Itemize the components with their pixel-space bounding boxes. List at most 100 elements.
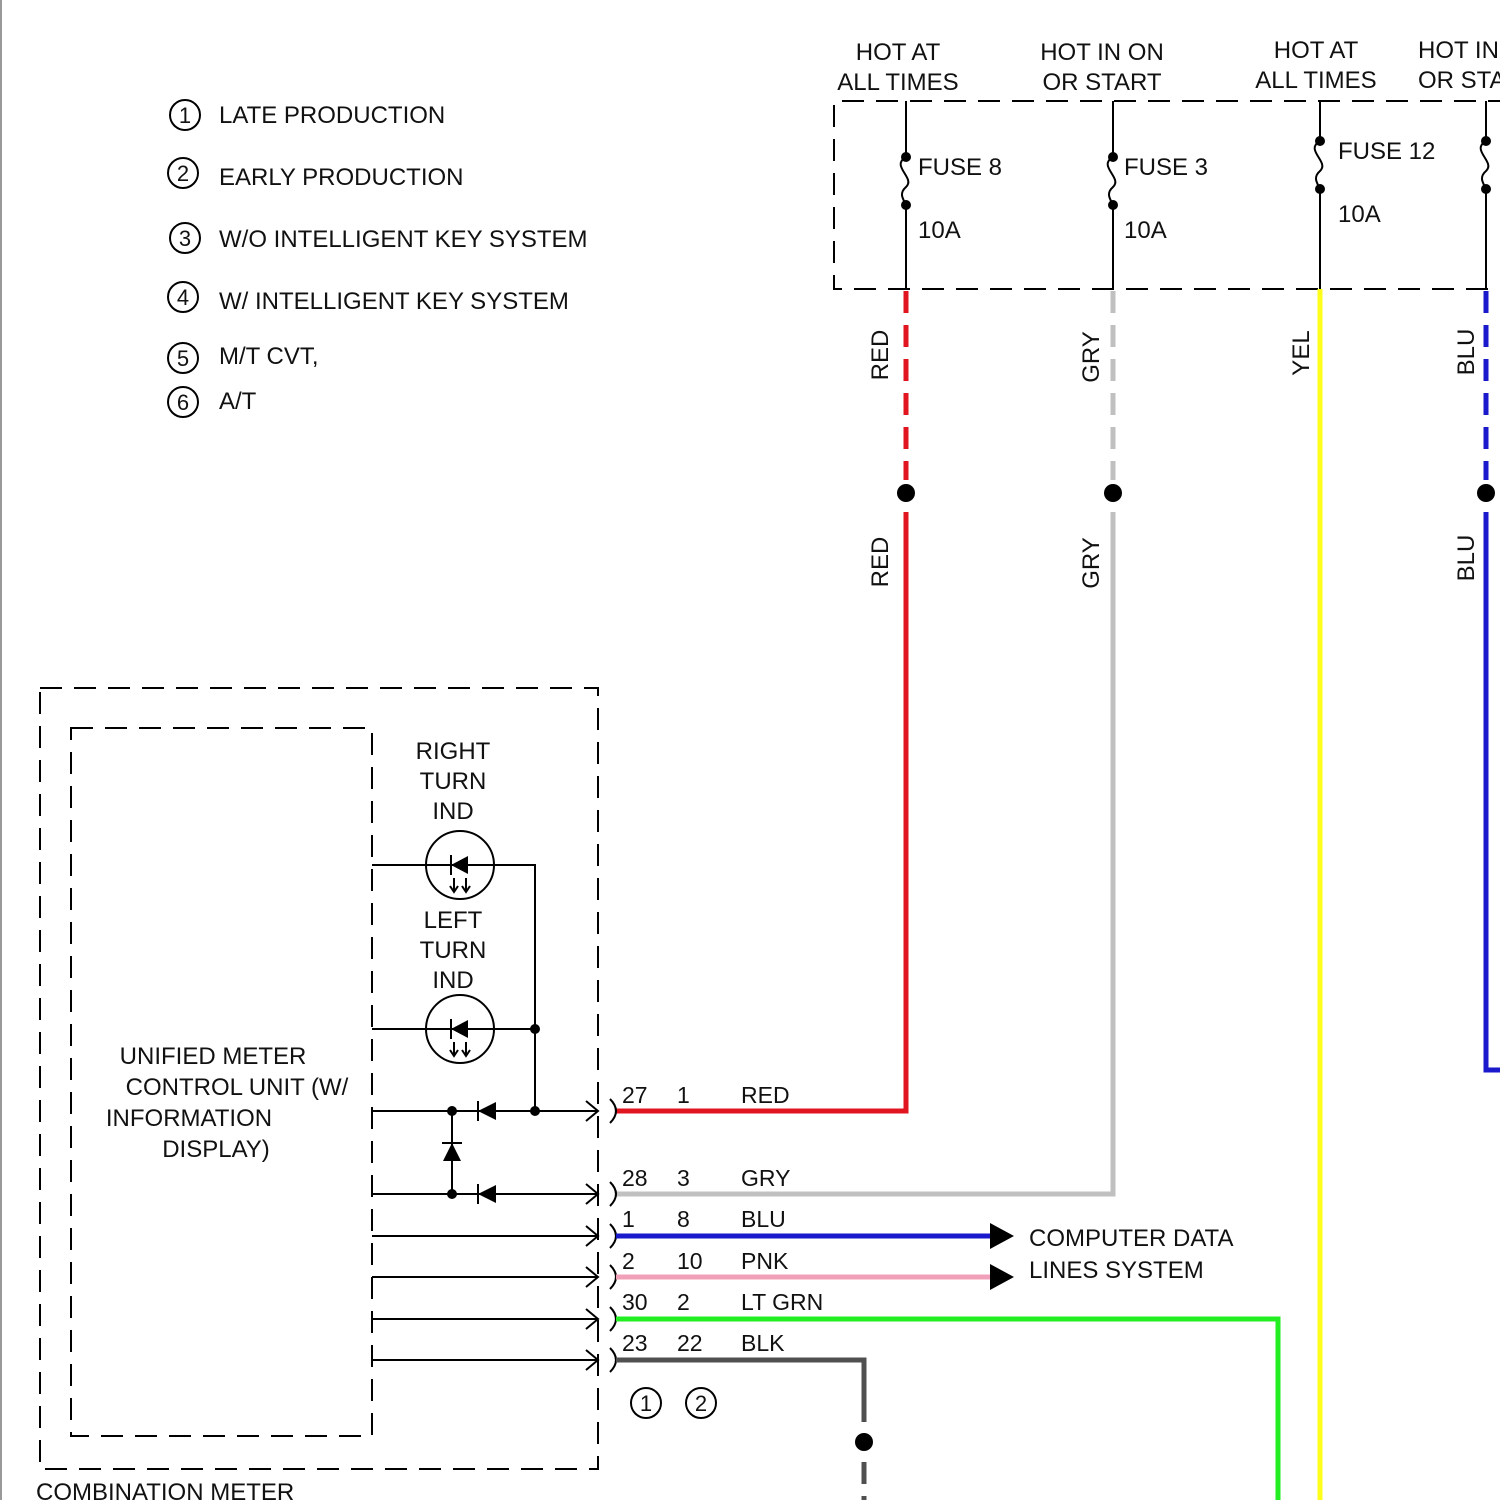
pin-28-meter: 28 <box>622 1165 648 1191</box>
diode-28 <box>478 1185 496 1203</box>
pin-1-meter: 1 <box>622 1206 635 1232</box>
splice-blk <box>855 1433 873 1451</box>
data-system-line1: COMPUTER DATA <box>1029 1225 1233 1252</box>
right-led-diode <box>451 856 468 874</box>
legend-num-6: 6 <box>177 390 189 415</box>
fuse-8-name: FUSE 8 <box>918 154 1002 181</box>
wire-blk <box>616 1360 864 1422</box>
legend-item-5: 5 M/T CVT, <box>168 343 319 373</box>
legend-num-4: 4 <box>177 285 189 310</box>
fuse-3-symbol <box>1108 157 1116 205</box>
pin-1-color: BLU <box>741 1206 786 1232</box>
legend-item-6: 6 A/T <box>168 387 257 417</box>
legend-text-6: A/T <box>219 388 257 415</box>
junction-28 <box>447 1189 457 1199</box>
power-label-fuse3-line2: OR START <box>1042 69 1161 96</box>
left-ind-line1: LEFT <box>424 907 483 934</box>
left-led-junction <box>530 1024 540 1034</box>
pin-2-conn: 10 <box>677 1248 703 1274</box>
legend-item-4: 4 W/ INTELLIGENT KEY SYSTEM <box>168 282 569 315</box>
bottom-markers: 1 2 <box>631 1388 716 1418</box>
fuse-12-rating: 10A <box>1338 201 1381 228</box>
fuse-box-outline <box>834 101 1500 289</box>
power-labels: HOT AT ALL TIMES HOT IN ON OR START HOT … <box>837 37 1500 96</box>
left-ind-line2: TURN <box>420 937 487 964</box>
pin-27-color: RED <box>741 1082 790 1108</box>
fuse-3: FUSE 3 10A <box>1108 101 1208 289</box>
pin-30-meter: 30 <box>622 1289 648 1315</box>
right-led-wire-right <box>494 865 535 1111</box>
pin-2-color: PNK <box>741 1248 789 1274</box>
bottom-marker-2-text: 2 <box>695 1391 707 1416</box>
left-ind-line3: IND <box>432 967 473 994</box>
left-led-light-arrows <box>450 1042 470 1056</box>
bottom-marker-1-text: 1 <box>640 1391 652 1416</box>
pin-23-meter: 23 <box>622 1330 648 1356</box>
fuse-3-name: FUSE 3 <box>1124 154 1208 181</box>
pin-23-conn: 22 <box>677 1330 703 1356</box>
right-ind-line1: RIGHT <box>416 738 491 765</box>
pin-1-conn: 8 <box>677 1206 690 1232</box>
power-label-fuse12-line2: ALL TIMES <box>1255 67 1376 94</box>
pin-28-color: GRY <box>741 1165 790 1191</box>
legend-num-5: 5 <box>177 346 189 371</box>
legend-item-3: 3 W/O INTELLIGENT KEY SYSTEM <box>170 223 588 253</box>
wire-blu <box>1486 512 1500 1070</box>
wire-gry <box>616 512 1113 1194</box>
arrow-blu-data <box>990 1223 1014 1249</box>
pin-28-conn: 3 <box>677 1165 690 1191</box>
wire-blu-label-lower: BLU <box>1453 535 1480 582</box>
combination-meter-label: COMBINATION METER <box>36 1479 294 1500</box>
wire-red-label-upper: RED <box>867 330 894 381</box>
fuse-8: FUSE 8 10A <box>901 101 1002 289</box>
power-label-cut-line2: OR STA <box>1418 67 1500 94</box>
legend-num-3: 3 <box>179 226 191 251</box>
right-ind-line3: IND <box>432 798 473 825</box>
wire-red-label-lower: RED <box>867 537 894 588</box>
power-label-fuse8-line1: HOT AT <box>856 39 941 66</box>
pin-2-meter: 2 <box>622 1248 635 1274</box>
pin-27-meter: 27 <box>622 1082 648 1108</box>
pin-30-color: LT GRN <box>741 1289 823 1315</box>
computer-data-label: COMPUTER DATA LINES SYSTEM <box>1029 1225 1233 1284</box>
legend-text-2: EARLY PRODUCTION <box>219 164 464 191</box>
fuse-3-rating: 10A <box>1124 217 1167 244</box>
fuse-12-symbol <box>1315 141 1323 189</box>
data-system-line2: LINES SYSTEM <box>1029 1257 1204 1284</box>
legend: 1 LATE PRODUCTION 2 EARLY PRODUCTION 3 W… <box>168 100 588 417</box>
unit-label-line2: CONTROL UNIT (W/ <box>126 1074 349 1101</box>
fuse-12-name: FUSE 12 <box>1338 138 1435 165</box>
pin-labels: 27 1 RED 28 3 GRY 1 8 BLU 2 10 PNK 30 2 … <box>622 1082 823 1356</box>
fuse-12: FUSE 12 10A <box>1315 101 1436 289</box>
legend-item-1: 1 LATE PRODUCTION <box>170 100 445 130</box>
left-turn-led <box>372 995 540 1063</box>
legend-text-5: M/T CVT, <box>219 343 319 370</box>
unit-label-line4: DISPLAY) <box>162 1136 270 1163</box>
legend-num-2: 2 <box>177 161 189 186</box>
legend-text-1: LATE PRODUCTION <box>219 102 445 129</box>
fuse-cut <box>1481 101 1491 289</box>
legend-text-3: W/O INTELLIGENT KEY SYSTEM <box>219 226 588 253</box>
wire-yel-label: YEL <box>1288 330 1315 375</box>
splice-blu <box>1477 484 1495 502</box>
diode-vertical <box>443 1143 461 1161</box>
right-led-light-arrows <box>450 878 470 892</box>
diode-27 <box>478 1102 496 1120</box>
legend-item-2: 2 EARLY PRODUCTION <box>168 158 464 191</box>
power-label-cut-line1: HOT IN <box>1418 37 1499 64</box>
unit-label-line1: UNIFIED METER <box>120 1043 307 1070</box>
pin-23-color: BLK <box>741 1330 785 1356</box>
junction-27b <box>530 1106 540 1116</box>
legend-num-1: 1 <box>179 103 191 128</box>
right-ind-line2: TURN <box>420 768 487 795</box>
splice-red <box>897 484 915 502</box>
right-turn-ind-label: RIGHT TURN IND <box>416 738 491 825</box>
power-label-fuse8-line2: ALL TIMES <box>837 69 958 96</box>
diode-network <box>372 1099 616 1372</box>
fuse-8-rating: 10A <box>918 217 961 244</box>
wire-red <box>616 512 906 1111</box>
power-label-fuse3-line1: HOT IN ON <box>1040 39 1164 66</box>
arrow-pnk-data <box>990 1264 1014 1290</box>
splice-gry <box>1104 484 1122 502</box>
